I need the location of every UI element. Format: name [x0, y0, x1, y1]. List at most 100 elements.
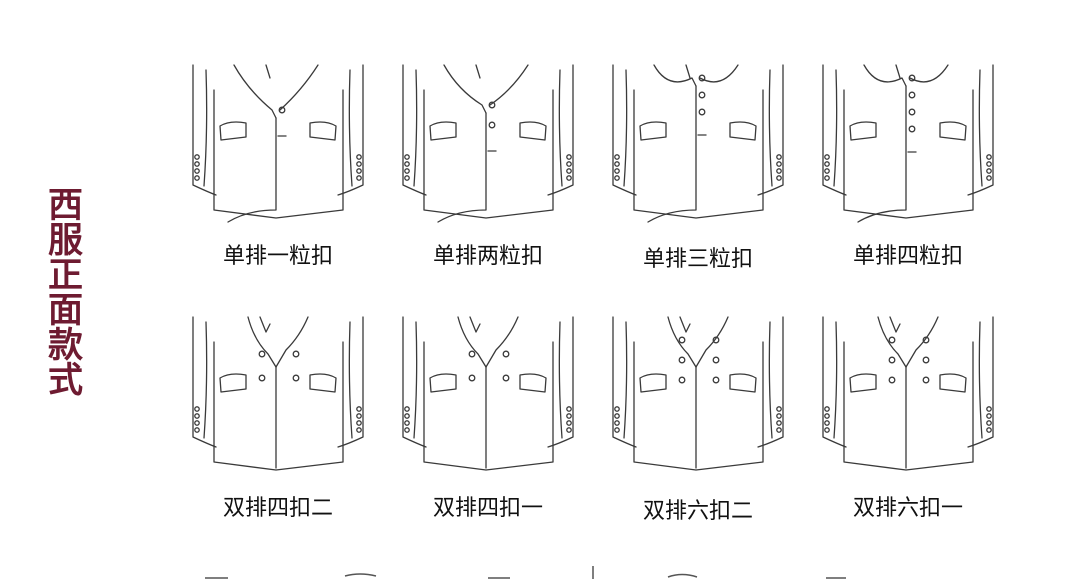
jacket-outline: [822, 316, 994, 471]
sleeve-button-icon: [824, 161, 830, 167]
jacket-button-icon: [712, 376, 720, 384]
left-lapel: [653, 64, 697, 87]
right-lapel: [909, 64, 949, 83]
jacket-button-icon: [468, 350, 476, 358]
sleeve-button-icon: [776, 427, 782, 433]
right-sleeve-inner: [348, 69, 353, 187]
jacket-button-icon: [292, 374, 300, 382]
style-label: 双排六扣一: [852, 496, 963, 521]
sleeve-button-icon: [986, 154, 992, 160]
sleeve-button-icon: [776, 168, 782, 174]
sleeve-button-icon: [986, 413, 992, 419]
style-card-double-3: 双排六扣二: [598, 312, 798, 542]
sleeve-button-icon: [356, 406, 362, 412]
style-card-single-4: 单排四粒扣: [808, 60, 1008, 290]
right-sleeve-inner: [558, 69, 563, 187]
sleeve-button-icon: [776, 175, 782, 181]
style-label: 单排四粒扣: [852, 244, 963, 269]
sleeve-button-icon: [194, 175, 200, 181]
sleeve-button-icon: [356, 175, 362, 181]
left-pocket-flap: [849, 121, 877, 141]
sleeve-button-icon: [194, 154, 200, 160]
jacket-button-icon: [888, 376, 896, 384]
sleeve-button-icon: [566, 420, 572, 426]
sleeve-button-icon: [404, 154, 410, 160]
left-sleeve-inner: [413, 69, 418, 187]
right-sleeve-line: [757, 316, 784, 448]
jacket-body: [213, 341, 344, 471]
jacket-button-icon: [922, 376, 930, 384]
collar-notch: [679, 316, 691, 333]
jacket-button-icon: [488, 101, 496, 109]
sleeve-button-icon: [194, 161, 200, 167]
sleeve-button-icon: [404, 427, 410, 433]
right-sleeve-line: [547, 64, 574, 196]
sleeve-button-icon: [194, 427, 200, 433]
sleeve-button-icon: [566, 154, 572, 160]
sleeve-button-icon: [614, 161, 620, 167]
jacket-button-icon: [712, 356, 720, 364]
jacket-button-icon: [468, 374, 476, 382]
collar-notch: [259, 316, 271, 333]
jacket-button-icon: [258, 374, 266, 382]
left-pocket-flap: [219, 373, 247, 393]
jacket-button-icon: [678, 376, 686, 384]
right-sleeve-line: [967, 64, 994, 196]
style-card-single-3: 单排三粒扣: [598, 60, 798, 290]
left-sleeve-inner: [203, 69, 208, 187]
right-pocket-flap: [519, 121, 547, 141]
right-sleeve-line: [337, 316, 364, 448]
jacket-body: [843, 341, 974, 471]
jacket-button-icon: [258, 350, 266, 358]
jacket-button-icon: [922, 356, 930, 364]
jacket-single-4-drawing: [822, 64, 994, 223]
left-pocket-flap: [219, 121, 247, 141]
left-lapel: [443, 64, 487, 114]
sleeve-button-icon: [824, 406, 830, 412]
sleeve-button-icon: [356, 427, 362, 433]
sleeve-button-icon: [566, 168, 572, 174]
jacket-double-4-drawing: [822, 316, 994, 471]
front-edge: [437, 112, 487, 223]
jacket-button-icon: [502, 350, 510, 358]
jacket-outline: [612, 316, 784, 471]
right-pocket-flap: [729, 121, 757, 141]
sleeve-button-icon: [986, 420, 992, 426]
sleeve-button-icon: [614, 154, 620, 160]
style-card-double-2: 双排四扣一: [388, 312, 588, 542]
sleeve-button-icon: [566, 427, 572, 433]
sleeve-button-icon: [614, 168, 620, 174]
sleeve-button-icon: [194, 406, 200, 412]
jacket-body: [423, 341, 554, 471]
jacket-button-icon: [292, 350, 300, 358]
sleeve-button-icon: [986, 406, 992, 412]
right-sleeve-inner: [558, 321, 563, 439]
left-sleeve-inner: [833, 69, 838, 187]
sleeve-button-icon: [824, 413, 830, 419]
sleeve-button-icon: [356, 420, 362, 426]
cropped-next-row-edge: [205, 566, 846, 579]
style-card-double-4: 双排六扣一: [808, 312, 1008, 542]
sleeve-button-icon: [194, 420, 200, 426]
sleeve-button-icon: [776, 154, 782, 160]
jacket-outline: [192, 316, 364, 471]
left-pocket-flap: [429, 121, 457, 141]
jacket-button-icon: [888, 356, 896, 364]
jacket-single-3-drawing: [612, 64, 784, 223]
sleeve-button-icon: [986, 161, 992, 167]
jacket-button-icon: [908, 108, 916, 116]
right-lapel: [695, 316, 729, 368]
style-label: 双排四扣二: [222, 496, 333, 521]
jacket-single-1-drawing: [192, 64, 364, 223]
sleeve-button-icon: [404, 168, 410, 174]
right-sleeve-line: [547, 316, 574, 448]
style-card-single-2: 单排两粒扣: [388, 60, 588, 290]
right-sleeve-inner: [978, 321, 983, 439]
left-sleeve-inner: [623, 69, 628, 187]
jacket-button-icon: [698, 108, 706, 116]
left-sleeve-inner: [203, 321, 208, 439]
style-card-single-1: 单排一粒扣: [178, 60, 378, 290]
sleeve-button-icon: [404, 175, 410, 181]
sleeve-button-icon: [614, 413, 620, 419]
right-lapel: [699, 64, 739, 83]
